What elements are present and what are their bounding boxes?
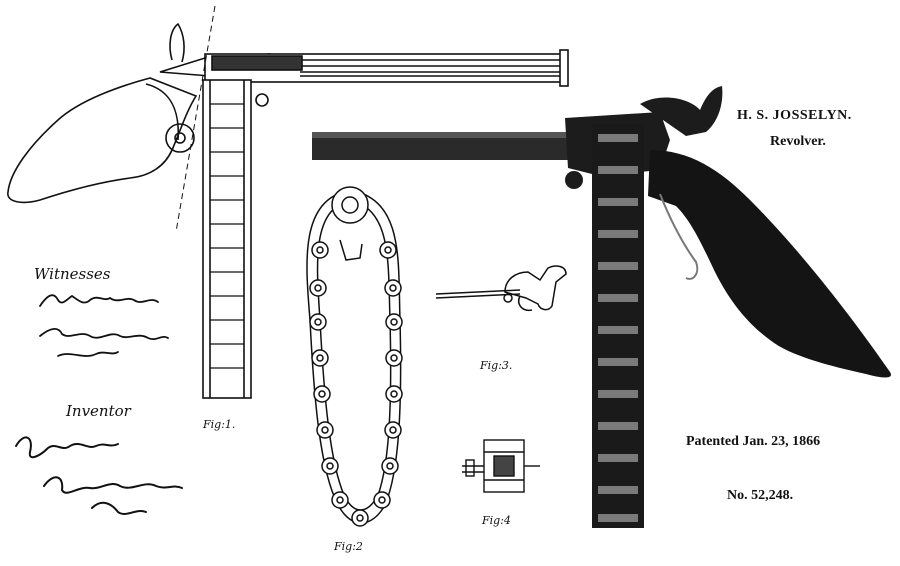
fig-1-label: Fig:1.: [203, 418, 236, 431]
figure-2-chain-drawing: [306, 186, 403, 527]
figure-3-lever-drawing: [435, 265, 567, 312]
fig-3-label: Fig:3.: [480, 359, 513, 372]
fig-2-label: Fig:2: [334, 540, 363, 553]
inventor-name-heading: H. S. JOSSELYN.: [737, 108, 852, 123]
witness-signatures: [39, 294, 169, 357]
inventor-signature: [15, 436, 183, 515]
patent-number: No. 52,248.: [727, 488, 794, 503]
large-revolver-drawing: [312, 86, 891, 528]
patent-date: Patented Jan. 23, 1866: [686, 434, 821, 449]
figure-4-section-drawing: [462, 439, 540, 493]
witnesses-label: Witnesses: [34, 265, 111, 283]
inventor-label: Inventor: [66, 402, 131, 420]
invention-title: Revolver.: [770, 134, 826, 149]
fig-4-label: Fig:4: [482, 514, 511, 527]
figure-1-revolver-drawing: [7, 5, 569, 399]
